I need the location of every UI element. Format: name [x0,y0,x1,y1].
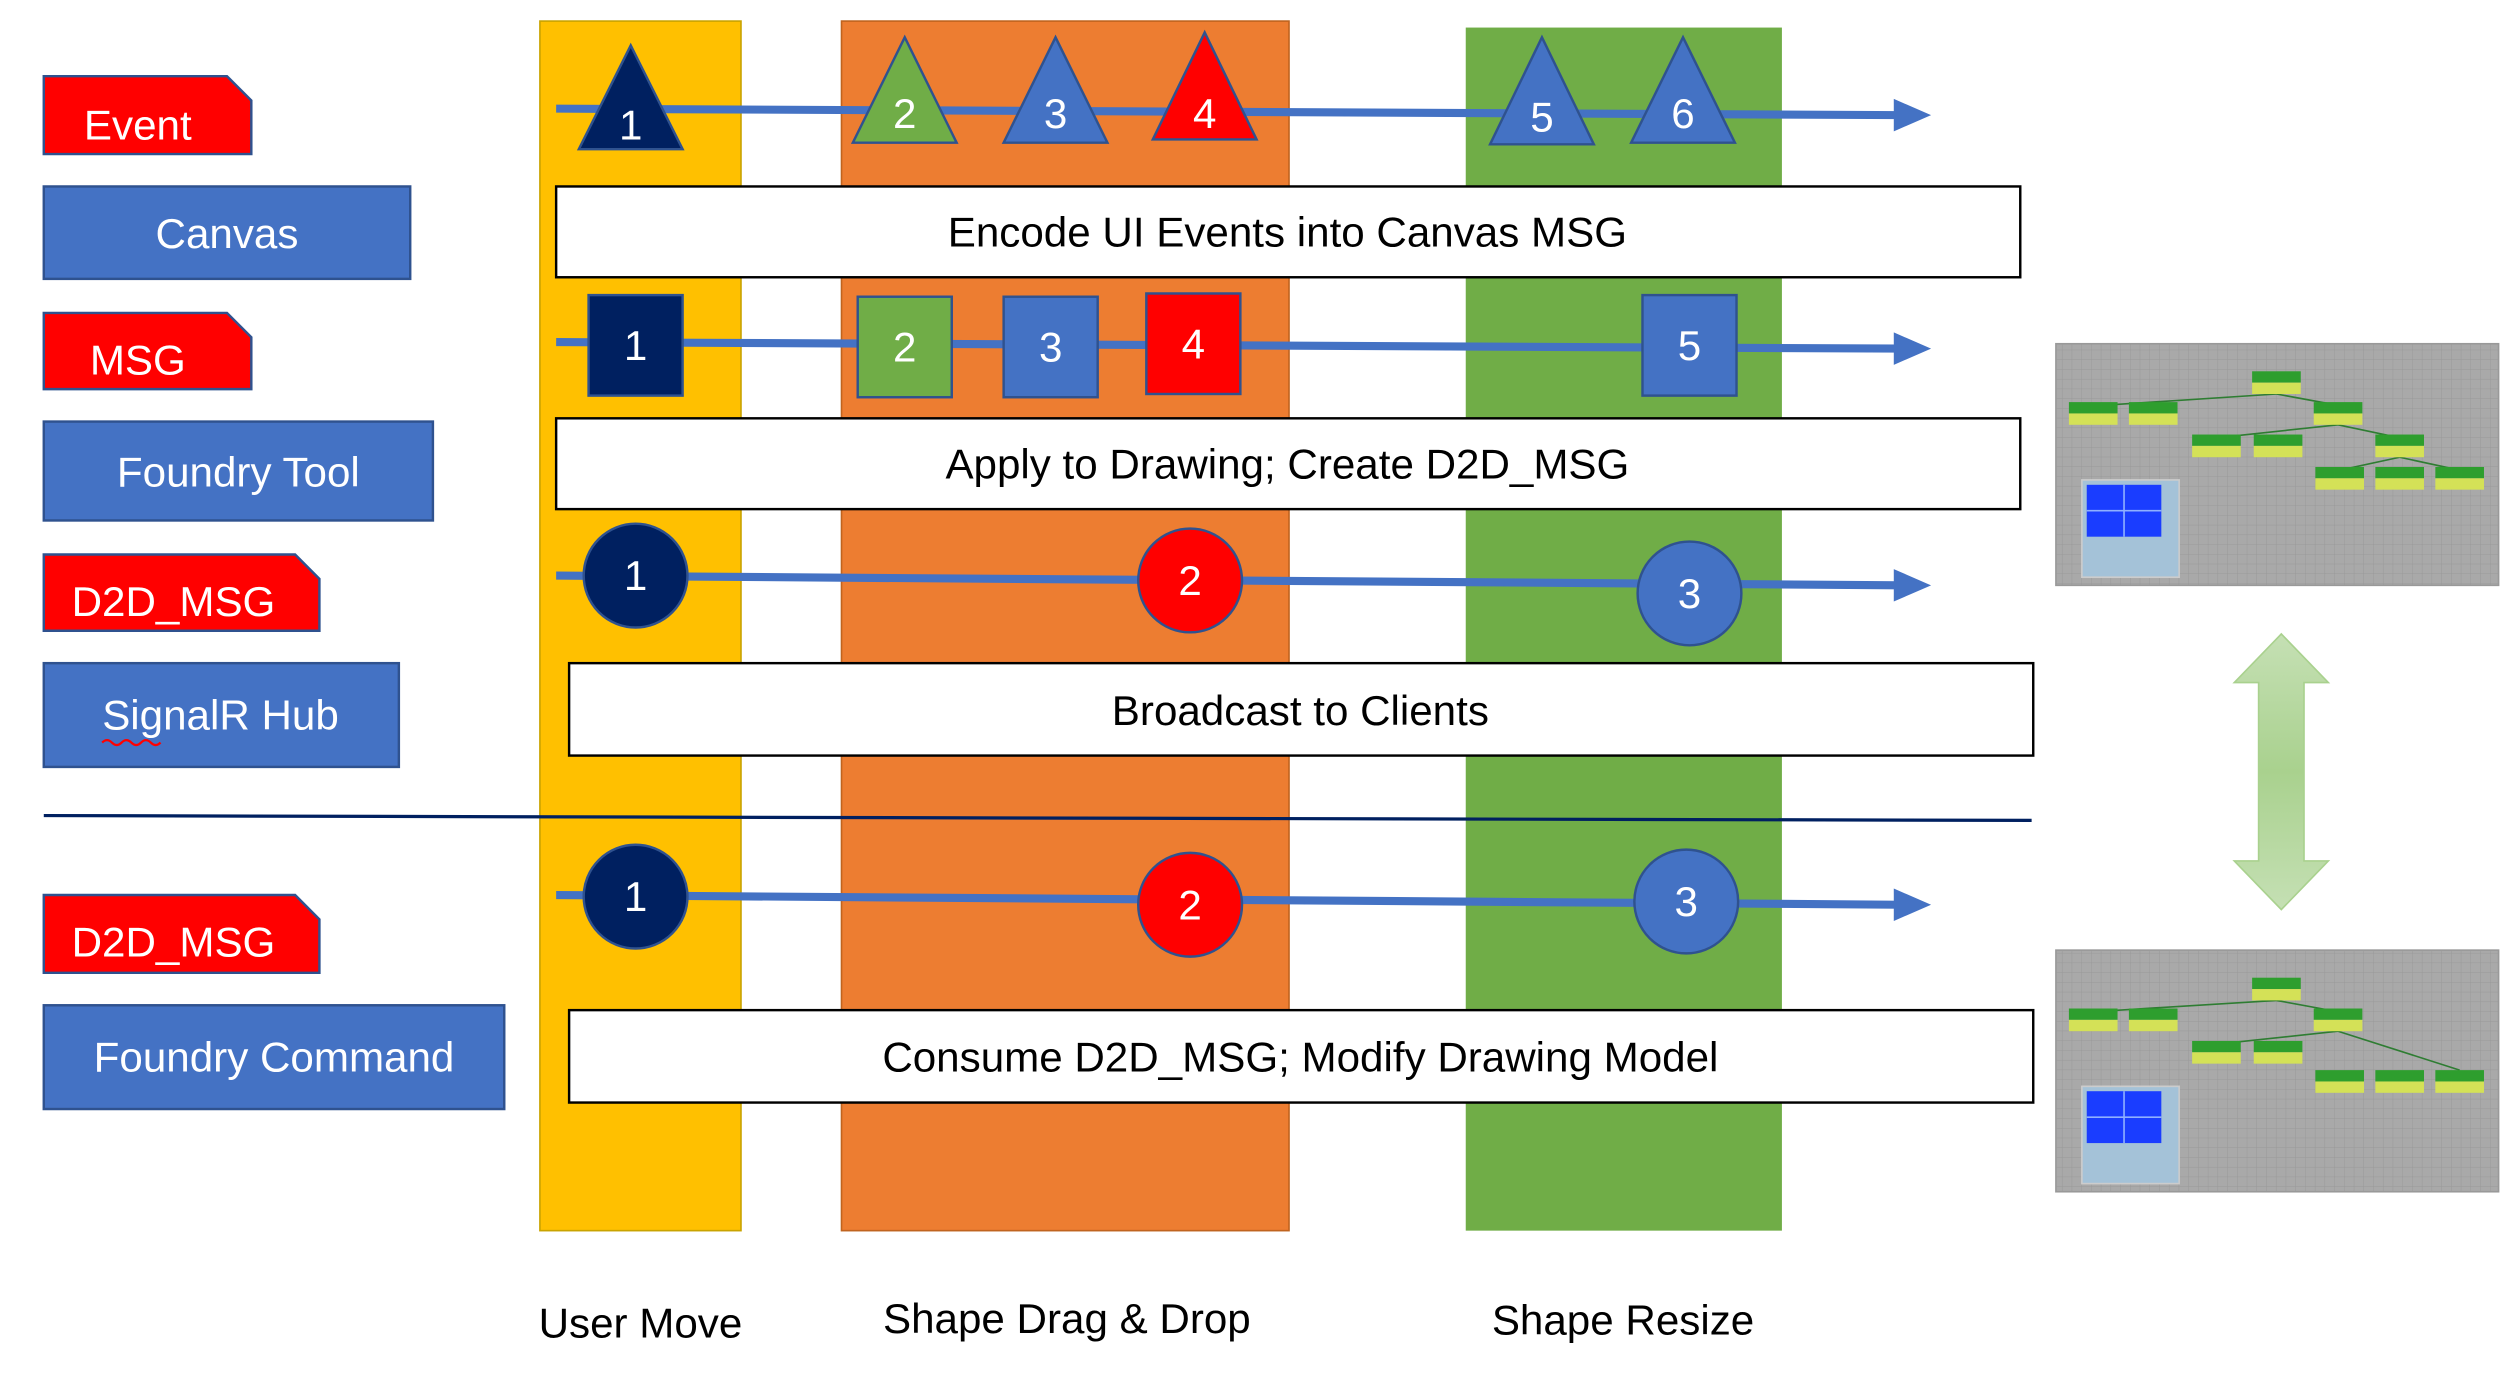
d2d-out-circle-2: 2 [1137,527,1244,634]
event-triangle-4: 4 [1150,29,1259,141]
msg-2-label: 2 [893,324,916,371]
event-triangle-3: 3 [1001,34,1110,144]
legend-signalr-hub-label: SignalR Hub [102,692,339,739]
d2d-in-1-label: 1 [624,873,647,920]
msg-1-label: 1 [624,322,647,369]
stage-consume-label: Consume D2D_MSG; Modify Drawing Model [882,1034,1718,1081]
d2d-in-3-label: 3 [1675,878,1698,925]
column-label-user-move: User Move [539,1300,743,1347]
d2d-in-2-label: 2 [1178,881,1201,928]
stage-encode-ui-events: Encode UI Events into Canvas MSG [554,185,2022,279]
legend-signalr-hub: SignalR Hub [42,661,401,769]
d2d-out-3-label: 3 [1678,570,1701,617]
legend-foundry-tool-label: Foundry Tool [117,448,360,495]
legend-foundry-command-label: Foundry Command [94,1034,455,1081]
msg-5-label: 5 [1678,322,1701,369]
msg-3-label: 3 [1039,324,1062,371]
stage-broadcast: Broadcast to Clients [567,661,2035,757]
legend-d2d-msg-label: D2D_MSG [72,578,276,625]
client-divider-line [43,813,2032,823]
legend-canvas-label: Canvas [156,210,299,257]
d2d-out-1-label: 1 [624,552,647,599]
d2d-in-circle-2: 2 [1137,851,1244,958]
legend-msg-label: MSG [90,337,186,384]
legend-d2d-msg-2: D2D_MSG [42,893,321,975]
column-label-shape-resize: Shape Resize [1492,1296,1754,1343]
event-5-label: 5 [1530,93,1553,140]
stage-broadcast-label: Broadcast to Clients [1112,687,1489,734]
event-triangle-5: 5 [1488,34,1596,146]
event-2-label: 2 [893,90,916,137]
org-chart-thumbnail-bottom [2068,977,2484,1185]
legend-canvas: Canvas [42,185,412,281]
column-label-shape-drag-drop: Shape Drag & Drop [883,1295,1251,1342]
legend-event-label: Event [84,101,192,148]
d2d-out-2-label: 2 [1178,557,1201,604]
msg-square-1: 1 [587,293,684,397]
msg-square-2: 2 [856,295,953,399]
stage-encode-label: Encode UI Events into Canvas MSG [948,208,1627,255]
org-chart-thumbnail-top [2068,371,2484,579]
event-1-label: 1 [619,101,642,148]
legend-foundry-command: Foundry Command [42,1004,506,1111]
msg-square-3: 3 [1002,295,1099,399]
event-triangle-6: 6 [1629,34,1737,144]
d2d-out-circle-3: 3 [1636,540,1743,647]
stage-apply-label: Apply to Drawing; Create D2D_MSG [945,440,1629,487]
d2d-out-circle-1: 1 [582,522,689,629]
stage-consume-d2d-msg: Consume D2D_MSG; Modify Drawing Model [567,1008,2035,1104]
stage-apply-to-drawing: Apply to Drawing; Create D2D_MSG [554,417,2022,511]
event-4-label: 4 [1193,90,1216,137]
client-screenshot-bottom [2055,949,2500,1193]
legend-d2d-msg: D2D_MSG [42,553,321,632]
event-triangle-2: 2 [850,34,959,144]
legend-msg: MSG [42,311,253,391]
client-screenshot-top [2055,342,2500,587]
legend-d2d-msg-2-label: D2D_MSG [72,919,276,966]
event-3-label: 3 [1044,90,1067,137]
d2d-in-circle-1: 1 [582,843,689,950]
legend-foundry-tool: Foundry Tool [42,420,435,522]
msg-4-label: 4 [1182,320,1205,367]
d2d-in-circle-3: 3 [1633,848,1740,955]
sync-double-arrow [2232,632,2331,911]
msg-square-5: 5 [1641,293,1738,397]
event-6-label: 6 [1671,90,1694,137]
event-triangle-1: 1 [576,42,685,151]
legend-event: Event [42,74,253,156]
msg-square-4: 4 [1145,292,1242,396]
